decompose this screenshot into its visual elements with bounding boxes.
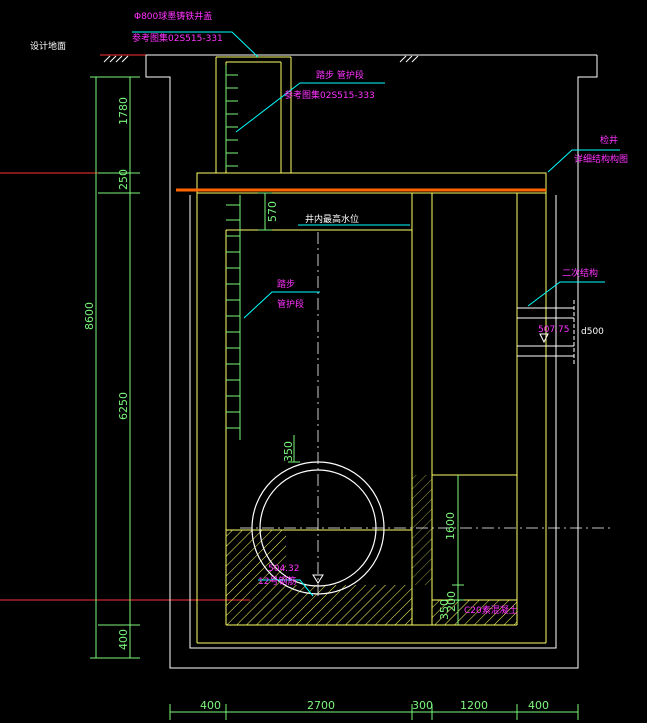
dim-1600: 1600 bbox=[444, 512, 457, 540]
bottom-label: 12号钢筋 bbox=[258, 575, 296, 587]
well-ref-label: 详细结构构图 bbox=[574, 153, 628, 165]
dim-8600: 8600 bbox=[83, 302, 96, 330]
ground-hatch bbox=[103, 55, 419, 63]
dim-1780: 1780 bbox=[117, 97, 130, 125]
dim-350: 350 bbox=[282, 441, 295, 462]
bottom-elev-marker bbox=[312, 574, 324, 584]
dim-400-left: 400 bbox=[200, 699, 221, 712]
leaders bbox=[132, 31, 620, 597]
dim-2700: 2700 bbox=[307, 699, 335, 712]
right-pipe-hatch bbox=[412, 475, 432, 585]
ladder-top-label: 踏步 管护段 bbox=[316, 69, 364, 81]
outlet-pipe-label: 二次结构 bbox=[562, 267, 598, 279]
dim-6250: 6250 bbox=[117, 392, 130, 420]
outlet-diameter: d500 bbox=[581, 327, 604, 337]
cover-title: Φ800球墨铸铁井盖 bbox=[134, 10, 212, 22]
outer-structure bbox=[145, 54, 598, 669]
centerlines bbox=[240, 232, 612, 600]
dim-350-b: 350 bbox=[438, 599, 451, 620]
cover-ref: 参考图集02S515-331 bbox=[132, 32, 223, 44]
bottom-hatch-right bbox=[432, 600, 517, 625]
ground-label: 设计地面 bbox=[30, 40, 66, 52]
dim-200: 200 bbox=[445, 591, 458, 612]
bottom-elevation: 504.32 bbox=[268, 564, 300, 574]
ladder-top bbox=[225, 65, 238, 170]
well-type-label: 检井 bbox=[600, 134, 618, 146]
dim-300: 300 bbox=[412, 699, 433, 712]
dim-400-v: 400 bbox=[117, 629, 130, 650]
dim-lines bbox=[90, 76, 579, 720]
water-level-label: 井内最高水位 bbox=[305, 213, 359, 225]
ladder-mid-label: 踏步 bbox=[277, 278, 295, 290]
dim-250: 250 bbox=[117, 169, 130, 190]
right-small-label: C20素混凝土 bbox=[464, 604, 518, 616]
bottom-hatch-center bbox=[286, 585, 412, 625]
dim-570: 570 bbox=[266, 201, 279, 222]
ladder-mid-sub: 管护段 bbox=[277, 298, 304, 310]
inner-structure bbox=[196, 56, 547, 644]
ladder-top-ref: 参考图集02S515-333 bbox=[284, 89, 375, 101]
dim-400-right: 400 bbox=[528, 699, 549, 712]
pipe-elev-marker bbox=[539, 333, 549, 344]
outlet-pipe bbox=[517, 300, 575, 364]
ladder-mid bbox=[226, 195, 241, 440]
dim-1200: 1200 bbox=[460, 699, 488, 712]
outlet-elevation: 507.75 bbox=[538, 325, 570, 335]
bottom-hatch-left bbox=[226, 530, 286, 625]
